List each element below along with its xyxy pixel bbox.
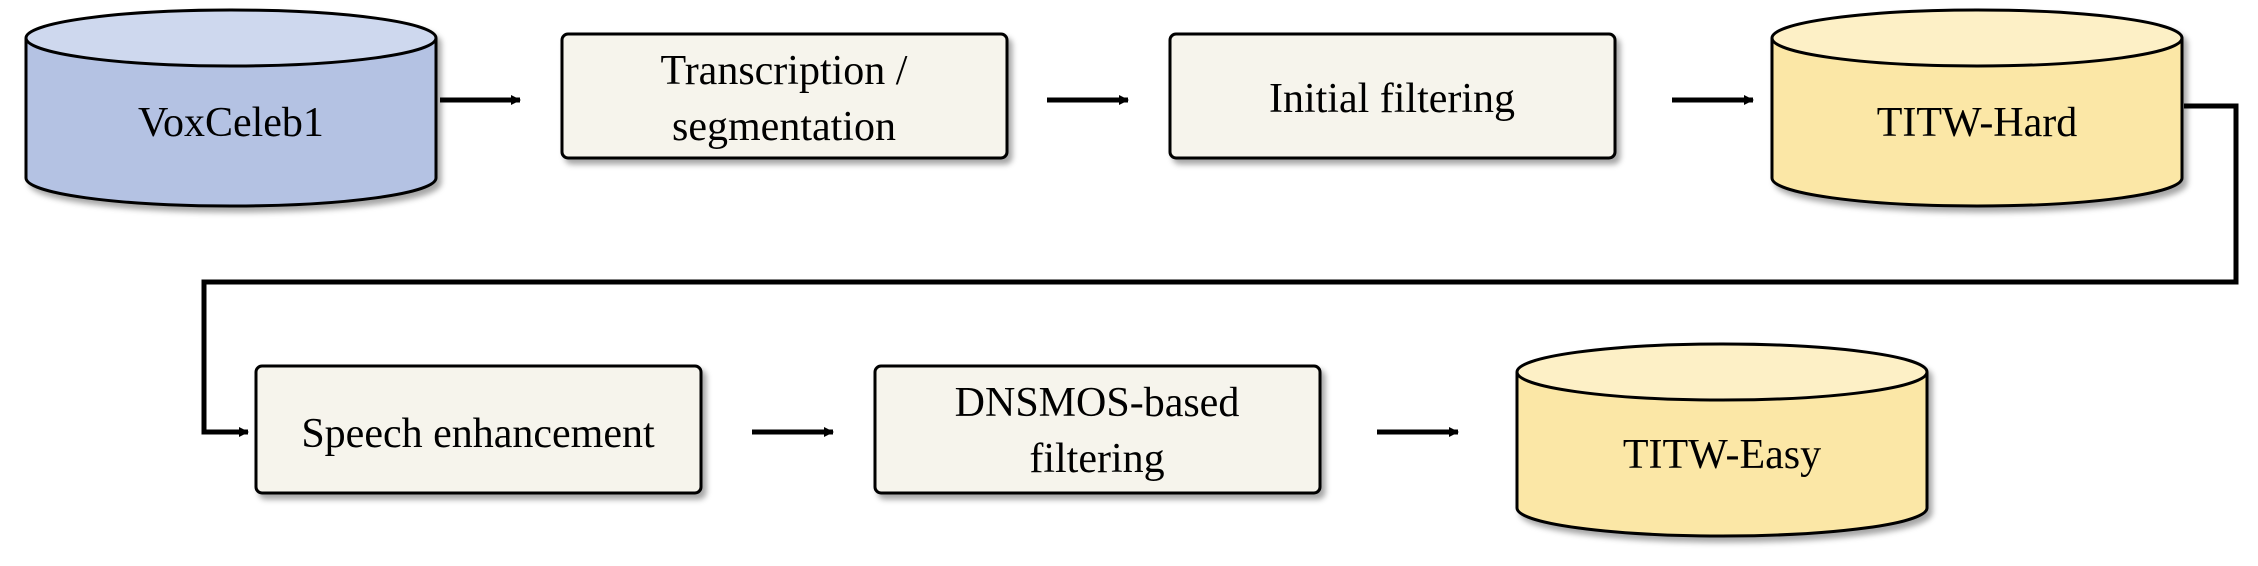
transcription-label-line2: segmentation [672, 104, 896, 150]
titw-hard-top [1770, 8, 2184, 68]
voxceleb1-database [24, 8, 438, 208]
titw-easy-body [1515, 372, 1929, 538]
voxceleb1-top [24, 8, 438, 68]
voxceleb1-body [24, 38, 438, 208]
dnsmos-label-line2: filtering [1029, 436, 1164, 482]
dnsmos-label-line1: DNSMOS-based [955, 380, 1240, 426]
connector-titw-hard-to-speech-enhancement [201, 103, 2239, 437]
titw-easy-label: TITW-Easy [1623, 432, 1821, 478]
voxceleb1-label: VoxCeleb1 [138, 100, 324, 146]
titw-hard-body [1770, 38, 2184, 208]
speech-enhancement-label: Speech enhancement [301, 411, 655, 457]
titw-hard-label: TITW-Hard [1877, 100, 2078, 146]
titw-easy-top [1515, 342, 1929, 402]
initial-filtering-box [1168, 32, 1617, 160]
speech-enhancement-box [254, 364, 703, 495]
transcription-label-line1: Transcription / [661, 48, 908, 94]
transcription-segmentation-box [560, 32, 1009, 160]
initial-filtering-label: Initial filtering [1269, 76, 1515, 122]
titw-easy-database [1515, 342, 1929, 538]
titw-hard-database [1770, 8, 2184, 208]
dnsmos-filtering-box [873, 364, 1322, 495]
